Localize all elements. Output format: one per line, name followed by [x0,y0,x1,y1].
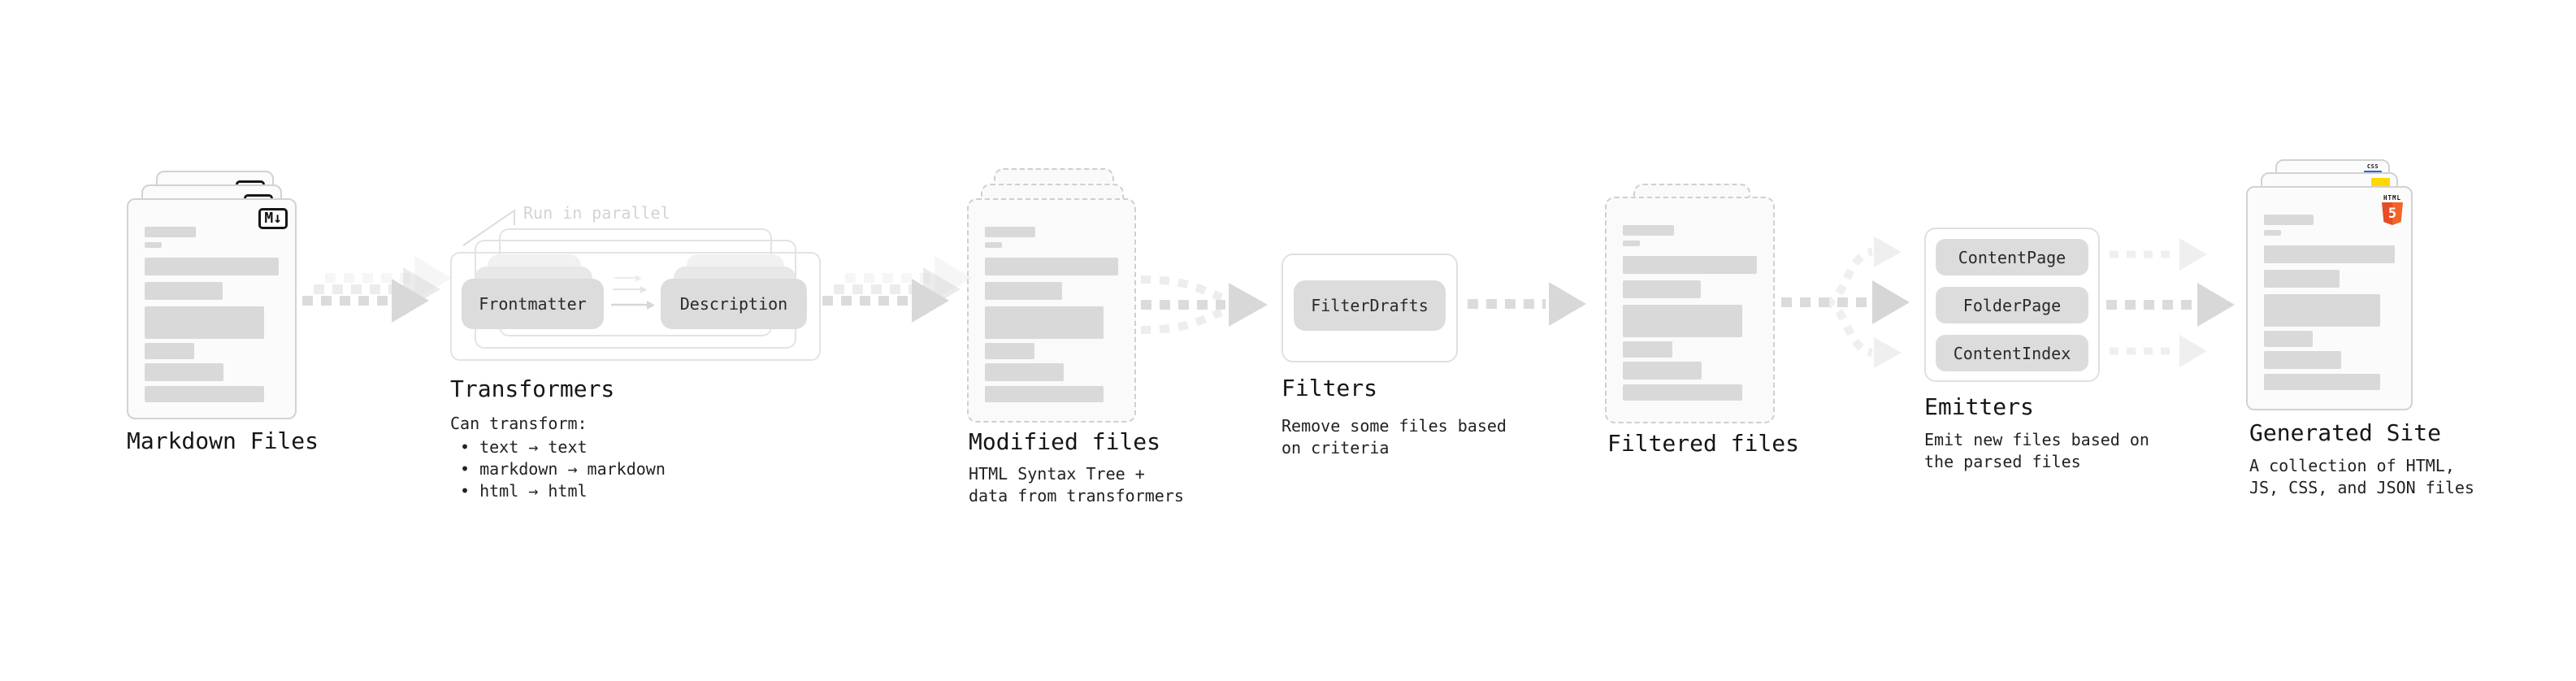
transformers-bullet: • text → text [460,437,588,457]
doc-text-bar [2264,351,2341,369]
emitters-panel: ContentPage FolderPage ContentIndex [1924,228,2100,382]
arrow-filters-to-filtered [1468,282,1586,326]
transformer-layer-front [450,252,821,361]
arrow-emitters-to-generated [2106,238,2235,367]
doc-text-bar [985,386,1104,402]
transformer-input-pill: Frontmatter [462,279,604,329]
modified-files-label: Modified files [969,428,1161,455]
doc-content-skeleton [145,200,279,402]
transformers-bullet: • html → html [460,481,588,501]
css-icon-text: CSS [2366,163,2379,170]
doc-content-skeleton [1623,198,1757,401]
emitters-title: Emitters [1924,393,2034,420]
arrow-transformers-to-modified [822,256,972,323]
doc-text-bar [1623,362,1702,380]
doc-text-bar [1623,241,1641,246]
modified-files-stack [967,168,1162,423]
html5-icon: HTML 5 [2382,194,2403,225]
transformers-title: Transformers [450,375,615,402]
html-file-card: HTML 5 [2246,186,2413,410]
doc-text-bar [145,386,264,402]
doc-text-bar [1623,280,1701,298]
doc-text-bar [145,227,196,237]
html5-icon-shield: 5 [2382,202,2403,225]
doc-text-bar [985,363,1064,381]
doc-text-bar [1623,384,1742,401]
js-icon [2371,178,2390,188]
doc-text-bar [145,258,279,275]
doc-content-skeleton [2264,188,2395,390]
emitters-desc: the parsed files [1924,452,2081,471]
doc-text-bar [985,227,1036,237]
doc-text-bar [145,343,195,359]
doc-text-bar [2264,331,2313,347]
doc-text-bar [2264,374,2381,390]
emitter-pill-contentpage: ContentPage [1936,239,2088,275]
modified-files-desc: HTML Syntax Tree + [969,464,1145,484]
filters-title: Filters [1281,375,1378,401]
emitters-desc: Emit new files based on [1924,430,2149,449]
doc-text-bar [985,282,1063,300]
doc-text-bar [145,242,163,248]
filtered-file-card [1605,197,1775,423]
markdown-icon: M↓ [258,208,288,229]
doc-text-bar [2264,294,2381,327]
filters-panel: FilterDrafts [1281,254,1458,362]
markdown-file-card: M↓ [127,198,297,419]
generated-site-label: Generated Site [2249,419,2442,446]
doc-text-bar [2264,215,2314,225]
arrow-filtered-to-emitters [1781,236,1910,368]
markdown-files-label: Markdown Files [127,427,319,454]
transformers-heading: Can transform: [450,414,588,433]
generated-site-desc: A collection of HTML, [2249,456,2455,475]
doc-text-bar [985,306,1104,339]
filters-desc: on criteria [1281,438,1390,458]
doc-text-bar [2264,245,2395,263]
modified-files-desc: data from transformers [969,486,1184,505]
doc-text-bar [985,343,1034,359]
filtered-files-label: Filtered files [1607,430,1800,457]
doc-text-bar [2264,270,2340,288]
doc-text-bar [1623,225,1674,236]
doc-text-bar [985,258,1118,275]
doc-text-bar [1623,305,1742,337]
filter-drafts-pill: FilterDrafts [1294,280,1446,331]
emitter-pill-folderpage: FolderPage [1936,287,2088,323]
doc-text-bar [2264,230,2281,236]
doc-text-bar [1623,341,1673,358]
generated-site-desc: JS, CSS, and JSON files [2249,478,2474,497]
markdown-files-stack: M↓ M↓ M↓ [127,171,326,419]
html5-icon-word: HTML [2383,194,2402,202]
transformer-output-pill: Description [661,279,807,329]
doc-text-bar [145,363,224,381]
filters-desc: Remove some files based [1281,416,1507,436]
doc-text-bar [985,242,1003,248]
doc-text-bar [1623,256,1757,274]
modified-file-card [967,198,1136,423]
doc-text-bar [145,282,223,300]
run-in-parallel-note: Run in parallel [523,203,670,223]
doc-content-skeleton [985,200,1118,402]
generated-site-stack: CSS HTML 5 [2246,159,2445,411]
filtered-files-stack [1605,184,1796,423]
transformers-bullet: • markdown → markdown [460,459,666,479]
emitter-pill-contentindex: ContentIndex [1936,335,2088,371]
doc-text-bar [145,306,264,339]
